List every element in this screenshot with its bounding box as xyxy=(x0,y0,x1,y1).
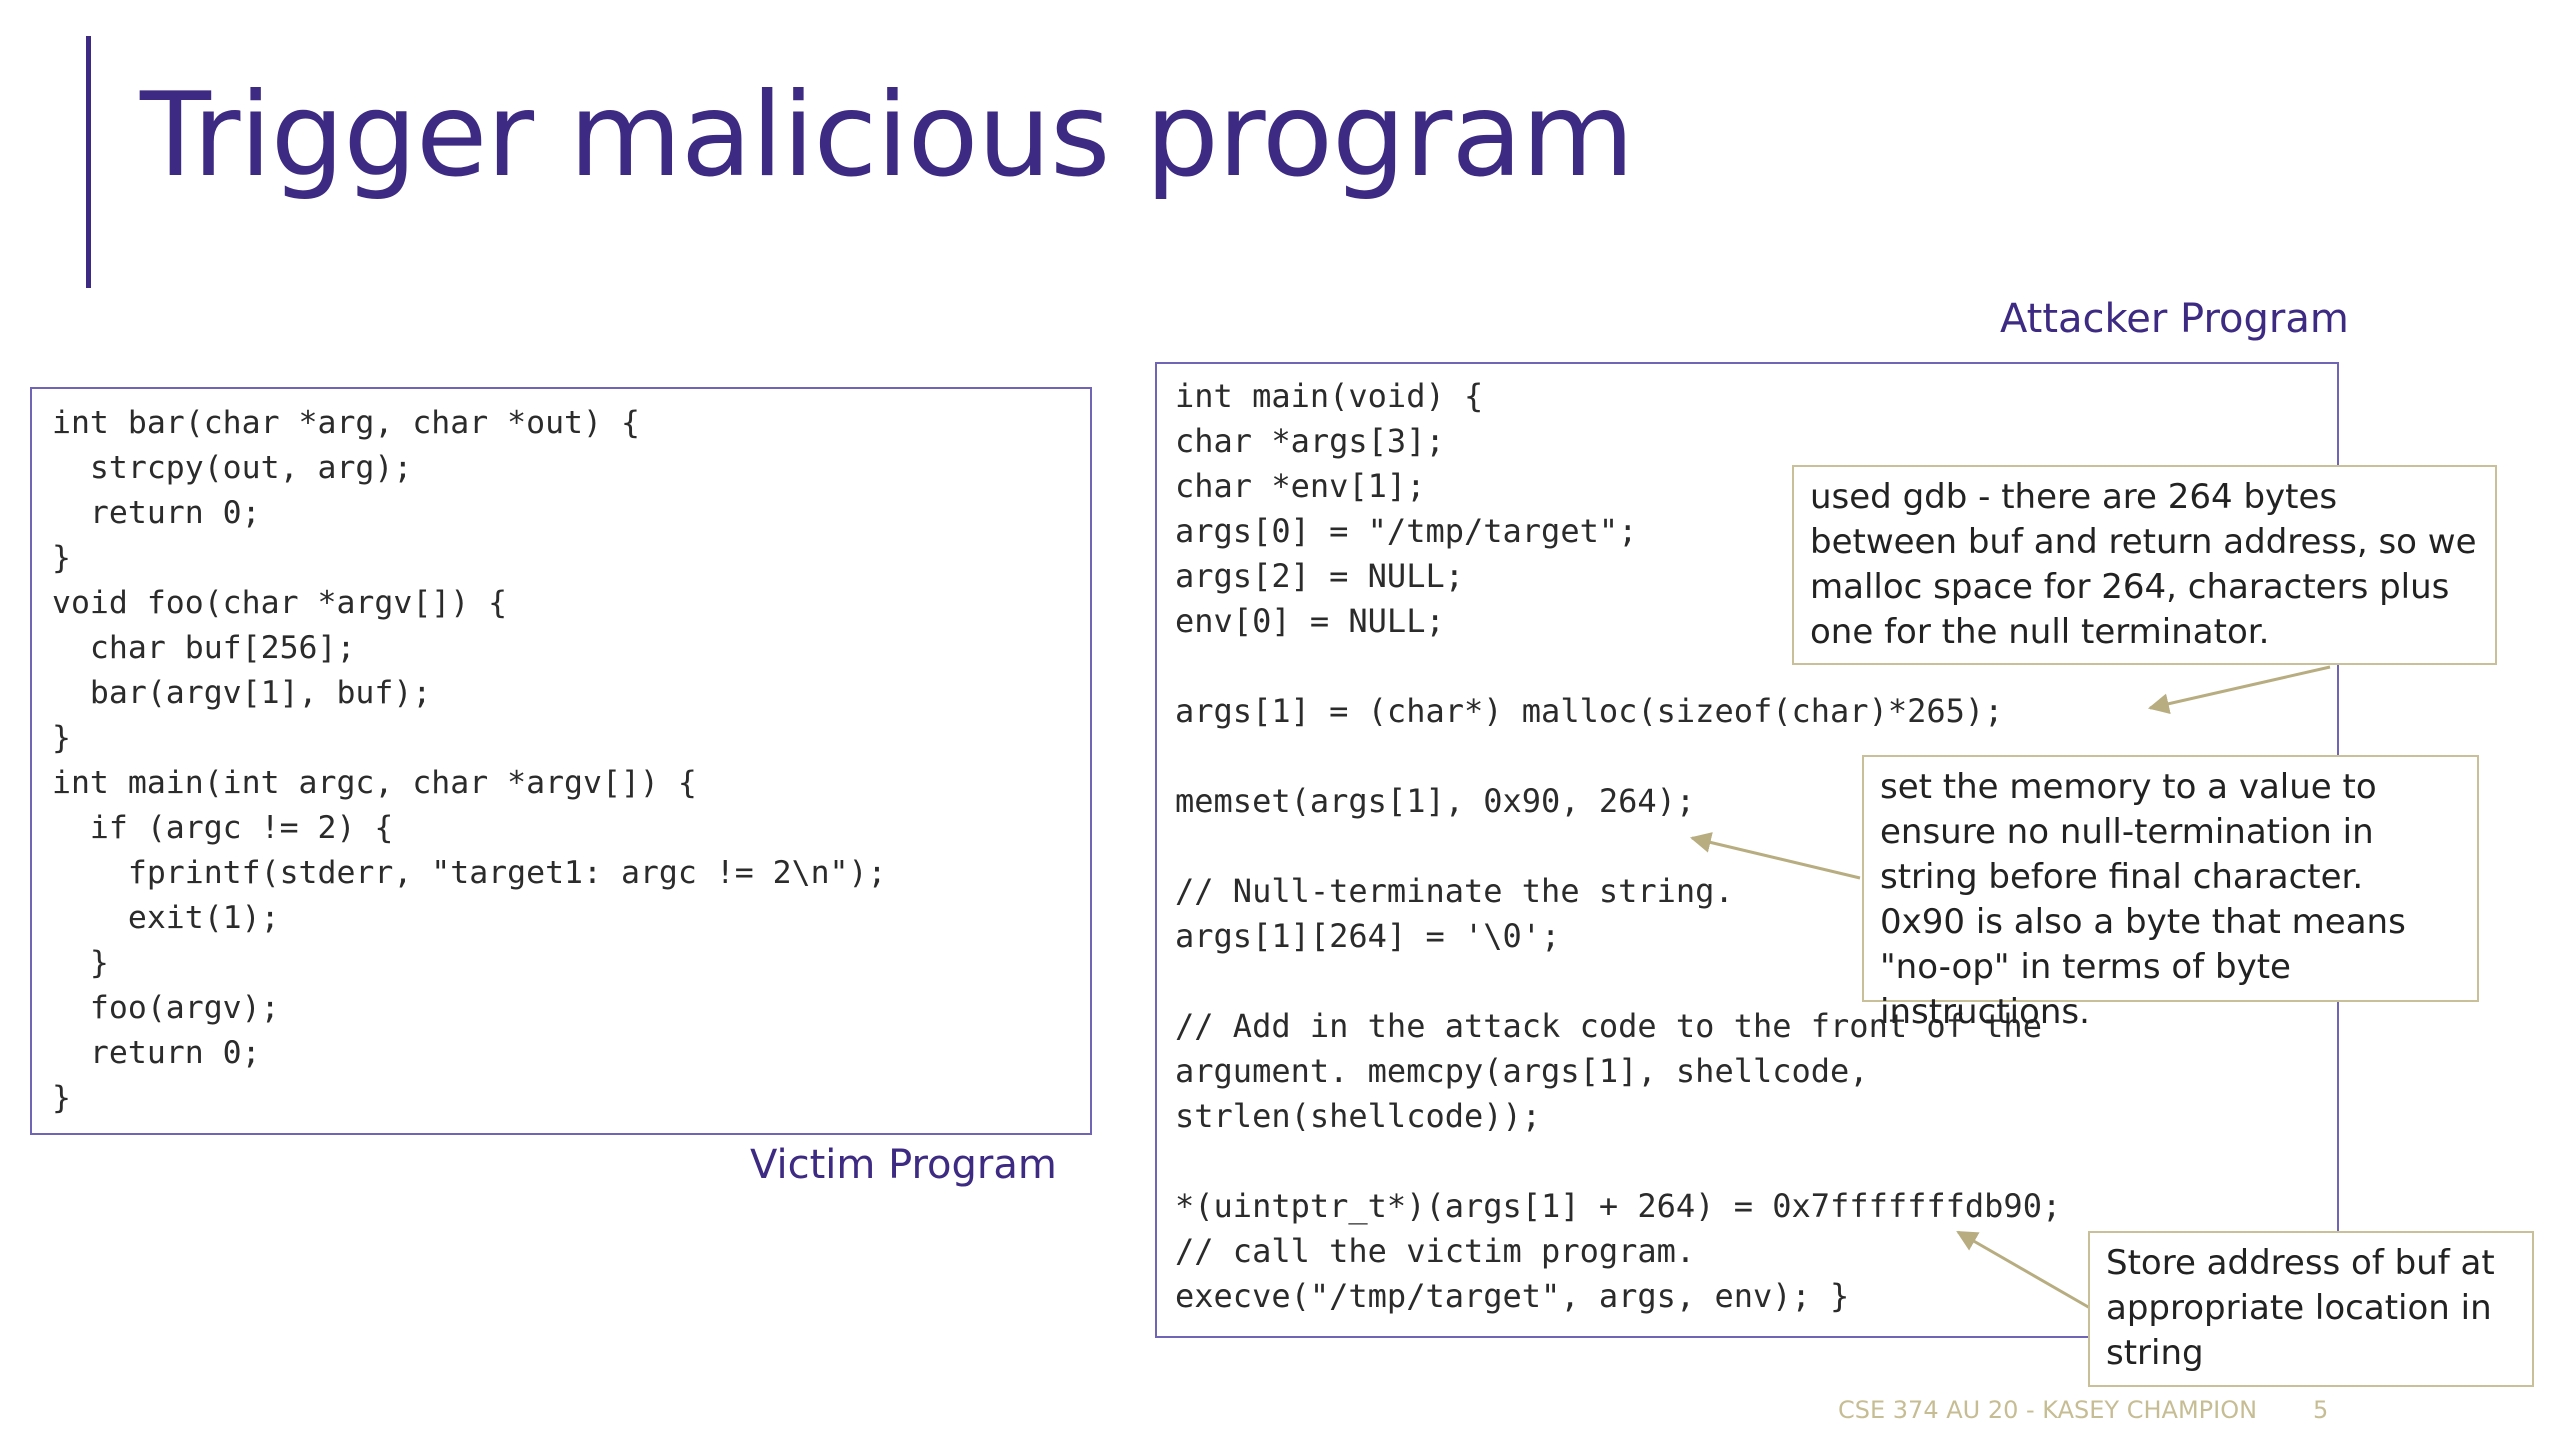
victim-program-label: Victim Program xyxy=(750,1142,1057,1188)
attacker-code: int main(void) { char *args[3]; char *en… xyxy=(1175,377,2062,1315)
store-address-note: Store address of buf at appropriate loca… xyxy=(2088,1231,2534,1387)
victim-code-box: int bar(char *arg, char *out) { strcpy(o… xyxy=(30,387,1092,1135)
gdb-note: used gdb - there are 264 bytes between b… xyxy=(1792,465,2497,665)
attacker-program-label: Attacker Program xyxy=(2000,296,2349,342)
slide-footer: CSE 374 AU 20 - KASEY CHAMPION 5 xyxy=(1838,1396,2328,1424)
memset-note: set the memory to a value to ensure no n… xyxy=(1862,755,2479,1032)
victim-code: int bar(char *arg, char *out) { strcpy(o… xyxy=(52,405,887,1116)
footer-text: CSE 374 AU 20 - KASEY CHAMPION xyxy=(1838,1396,2258,1424)
page-number: 5 xyxy=(2313,1396,2329,1424)
slide-title: Trigger malicious program xyxy=(140,68,1634,203)
title-accent-bar xyxy=(86,36,91,288)
